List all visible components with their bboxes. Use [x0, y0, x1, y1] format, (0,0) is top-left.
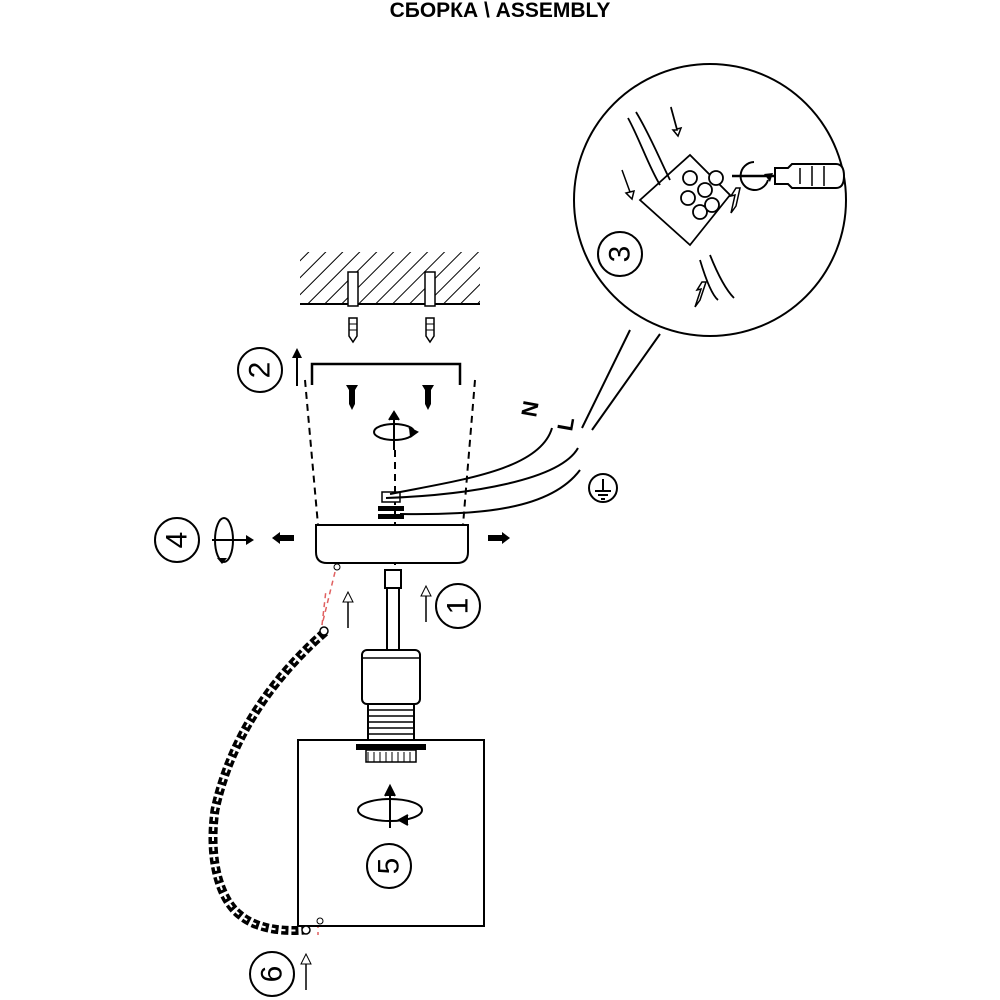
screw-icon [346, 385, 434, 410]
lamp-socket [361, 649, 421, 745]
side-screw-icon [272, 532, 510, 544]
screwdriver-icon [732, 161, 846, 191]
step-3-number: 3 [604, 246, 637, 263]
wall-plug-icon [348, 317, 435, 344]
step-4-number: 4 [161, 532, 194, 549]
arrow-icon [621, 106, 741, 308]
supply-wires [385, 427, 581, 516]
lamp-shade [297, 739, 485, 927]
mounting-bracket [310, 362, 462, 385]
wire-label-live: L [552, 415, 579, 433]
step-2-badge: 2 [237, 347, 302, 393]
wire-label-neutral: N [516, 399, 543, 419]
rotate-icon [373, 410, 419, 450]
chain-icon [208, 626, 329, 935]
step-1-number: 1 [442, 598, 475, 615]
terminal-connection-detail [627, 111, 735, 301]
canopy [315, 524, 469, 571]
canopy-outline [304, 379, 476, 565]
step-6-badge: 6 [249, 951, 312, 997]
step-2-number: 2 [244, 362, 277, 379]
ground-icon [588, 473, 618, 503]
lamp-rod [384, 569, 402, 651]
rotate-icon [357, 783, 423, 828]
step-3-badge: 3 [597, 231, 643, 277]
ceiling [300, 252, 480, 307]
step-6-number: 6 [256, 966, 289, 983]
diagram-title: СБОРКА \ ASSEMBLY [389, 0, 611, 22]
step-1-badge: 1 [342, 583, 481, 629]
step-5-number: 5 [373, 858, 406, 875]
step-4-badge: 4 [154, 517, 254, 564]
step-5-badge: 5 [366, 843, 412, 889]
